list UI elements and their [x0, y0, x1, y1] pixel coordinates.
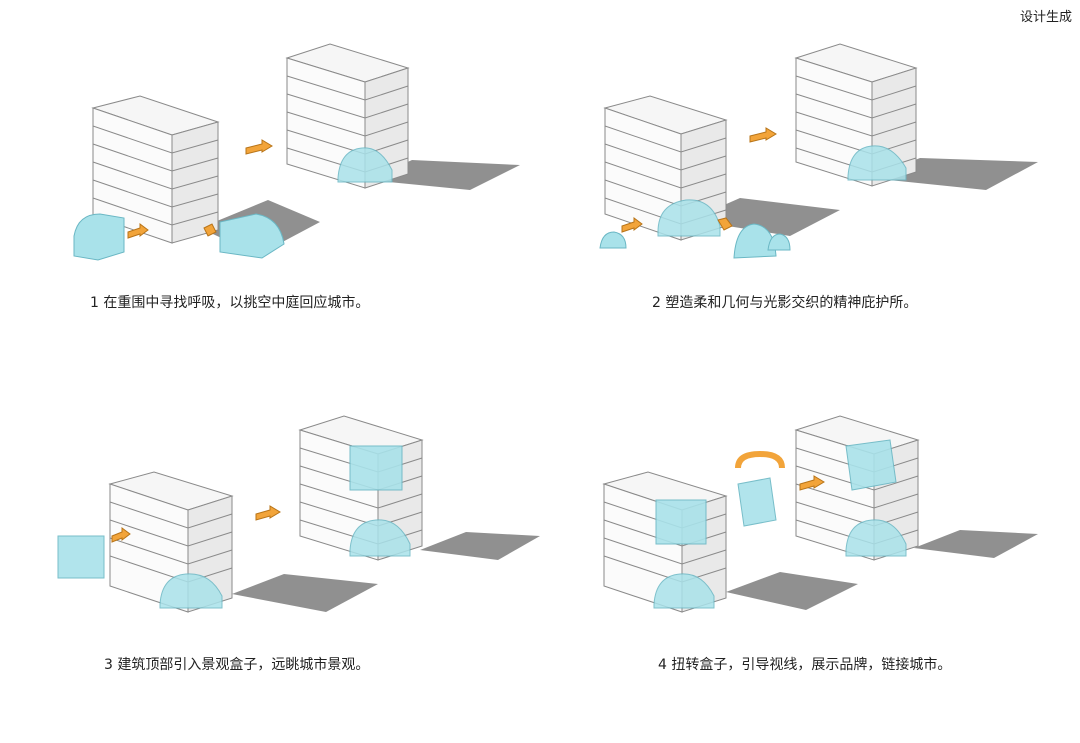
- step-2-caption: 2 塑造柔和几何与光影交织的精神庇护所。: [652, 295, 918, 311]
- building-left: [108, 471, 234, 613]
- arrow-icon: [255, 505, 281, 521]
- arrow-icon: [111, 527, 131, 543]
- landscape-box: [349, 445, 403, 491]
- landscape-box: [655, 499, 707, 545]
- landscape-box: [845, 439, 897, 491]
- arrow-icon: [127, 223, 149, 239]
- rotate-icon: [735, 450, 785, 469]
- step-3-panel: 3 建筑顶部引入景观盒子，远眺城市景观。: [0, 360, 540, 720]
- step-1-diagram: [73, 43, 520, 261]
- atrium-void: [159, 573, 223, 609]
- arrow-icon: [245, 139, 273, 155]
- shadow: [914, 530, 1038, 558]
- atrium-void: [847, 145, 907, 181]
- step-3-diagram: [57, 415, 540, 613]
- shadow: [690, 198, 840, 236]
- step-2-diagram: [599, 43, 1038, 259]
- arrow-icon: [621, 217, 643, 233]
- soft-dome: [599, 231, 627, 249]
- atrium-void: [845, 519, 907, 557]
- atrium-void: [657, 199, 721, 237]
- landscape-box: [57, 535, 105, 579]
- step-4-panel: 4 扭转盒子，引导视线，展示品牌，链接城市。: [540, 360, 1080, 720]
- shadow: [232, 574, 378, 612]
- carved-block-left: [73, 213, 125, 261]
- atrium-void: [349, 519, 411, 557]
- shadow: [420, 532, 540, 560]
- arrow-icon: [203, 223, 217, 237]
- step-4-diagram: [602, 415, 1038, 613]
- atrium-void: [653, 573, 715, 609]
- atrium-void: [337, 147, 393, 183]
- arrow-icon: [799, 475, 825, 491]
- building-left: [91, 95, 220, 244]
- step-4-caption: 4 扭转盒子，引导视线，展示品牌，链接城市。: [658, 657, 952, 673]
- carved-block-right: [219, 213, 285, 259]
- arrow-icon: [749, 127, 777, 143]
- rotating-box: [737, 477, 777, 527]
- soft-dome: [767, 233, 791, 251]
- shadow: [726, 572, 858, 610]
- step-3-caption: 3 建筑顶部引入景观盒子，远眺城市景观。: [104, 657, 370, 673]
- step-1-panel: 1 在重围中寻找呼吸，以挑空中庭回应城市。: [0, 0, 540, 360]
- page-title: 设计生成: [1019, 10, 1072, 25]
- step-1-caption: 1 在重围中寻找呼吸，以挑空中庭回应城市。: [90, 295, 370, 311]
- step-2-panel: 2 塑造柔和几何与光影交织的精神庇护所。: [540, 0, 1080, 360]
- arrow-icon: [717, 217, 733, 231]
